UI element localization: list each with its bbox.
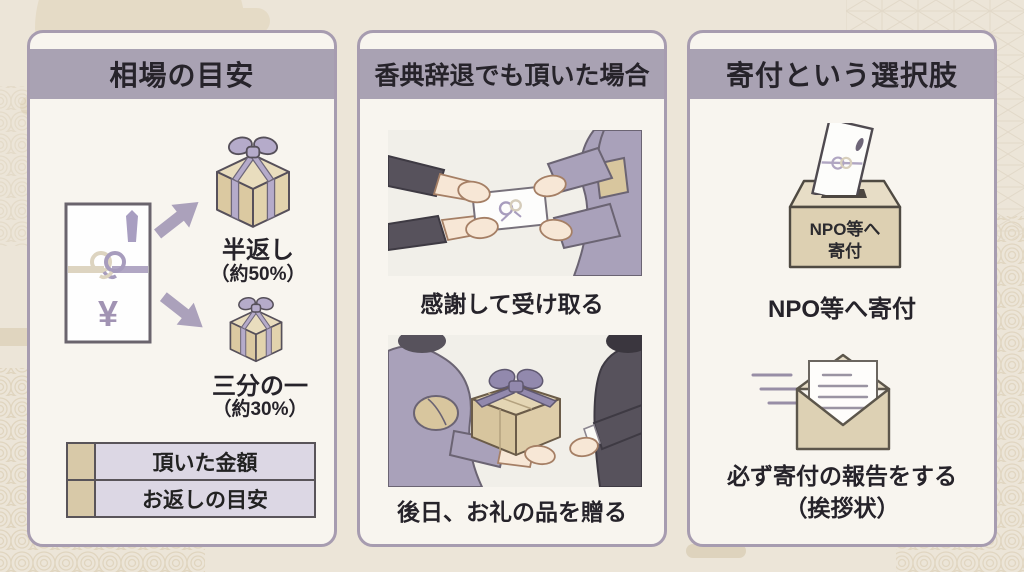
caption-report-donation: 必ず寄付の報告をする [727,463,957,489]
donation-box-label-line2: 寄付 [828,241,862,261]
caption-greeting-card: （挨拶状） [784,495,900,521]
give-gift-illustration [388,335,642,487]
table-row: お返しの目安 [68,479,314,516]
caption-donate-to-npo: NPO等へ寄付 [767,296,916,323]
receive-envelope-illustration [388,130,642,276]
table-tab-cell [68,444,96,479]
yen-symbol: ¥ [98,293,118,334]
gift-box-icon-small [229,296,283,363]
table-row: 頂いた金額 [68,444,314,479]
half-return-percent: （約50%） [210,264,306,285]
table-label-received: 頂いた金額 [96,444,314,479]
guide-table: 頂いた金額 お返しの目安 [66,442,316,518]
panel-title: 相場の目安 [109,60,255,91]
panel-title: 香典辞退でも頂いた場合 [374,62,650,90]
panel-declined-koden: 香典辞退でも頂いた場合 感謝して受け取る [357,30,667,547]
one-third-label: 三分の一 [212,373,308,400]
table-tab-cell [68,481,96,516]
thanks-letter-icon [751,353,891,451]
panel-header: 寄付という選択肢 [690,49,994,99]
donation-box-icon: NPO等へ 寄付 [788,123,902,269]
panel-header: 相場の目安 [30,49,334,99]
caption-accept-with-thanks: 感謝して受け取る [420,291,604,317]
panel-donation-option: 寄付という選択肢 NPO等へ 寄付 NPO等へ寄付 [687,30,997,547]
panel-header: 香典辞退でも頂いた場合 [360,49,664,99]
arrow-up-right-icon [148,190,207,246]
table-label-return-guide: お返しの目安 [96,481,314,516]
half-return-label: 半返し [222,237,294,264]
koden-envelope-icon: ¥ [64,202,152,344]
panel-title: 寄付という選択肢 [725,60,958,91]
gift-box-icon-large [216,136,290,228]
panel-market-rate: 相場の目安 ¥ [27,30,337,547]
one-third-percent: （約30%） [212,399,308,420]
arrow-down-right-icon [154,285,212,339]
donation-box-label-line1: NPO等へ [810,219,881,239]
caption-send-thanks-gift-later: 後日、お礼の品を贈る [397,499,627,525]
